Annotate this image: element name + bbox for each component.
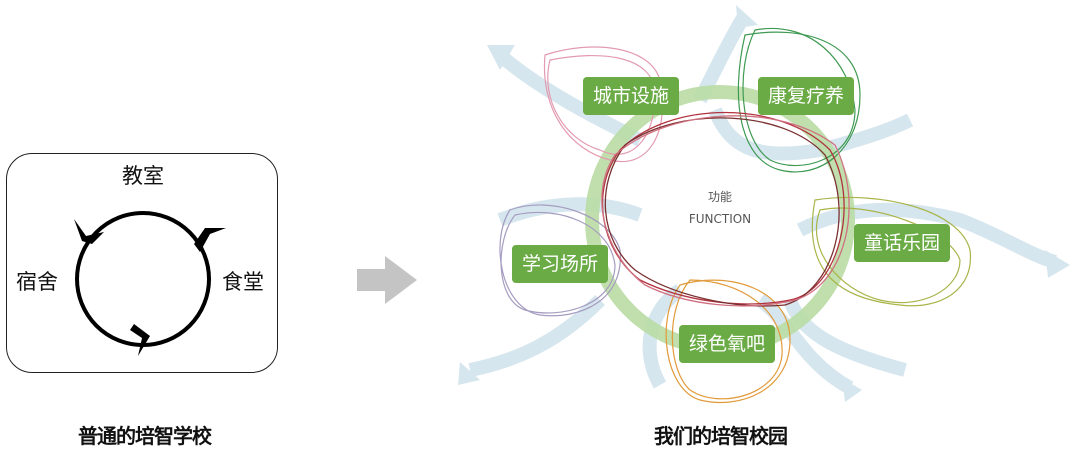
flow-arrowheads — [458, 5, 1070, 402]
category-loops — [499, 27, 971, 404]
tag-urban-facilities: 城市设施 — [583, 77, 680, 115]
tag-fairytale-park: 童话乐园 — [854, 224, 951, 262]
tag-learning-place: 学习场所 — [512, 245, 609, 283]
arrowhead-right-icon — [194, 228, 226, 252]
center-label-cn: 功能 — [707, 190, 732, 204]
node-canteen: 食堂 — [222, 270, 264, 294]
tag-green-oxygen-bar: 绿色氧吧 — [679, 325, 776, 363]
center-loop — [601, 111, 850, 307]
arrowhead-left-icon — [74, 219, 104, 244]
arrowhead-bottom-icon — [130, 324, 150, 356]
node-dormitory: 宿舍 — [16, 270, 58, 294]
right-caption: 我们的培智校园 — [654, 424, 788, 448]
center-label: 功能 FUNCTION — [680, 186, 760, 230]
tag-rehabilitation: 康复疗养 — [758, 77, 855, 115]
left-caption: 普通的培智学校 — [78, 424, 212, 448]
center-label-en: FUNCTION — [688, 212, 752, 226]
node-classroom: 教室 — [122, 164, 164, 188]
